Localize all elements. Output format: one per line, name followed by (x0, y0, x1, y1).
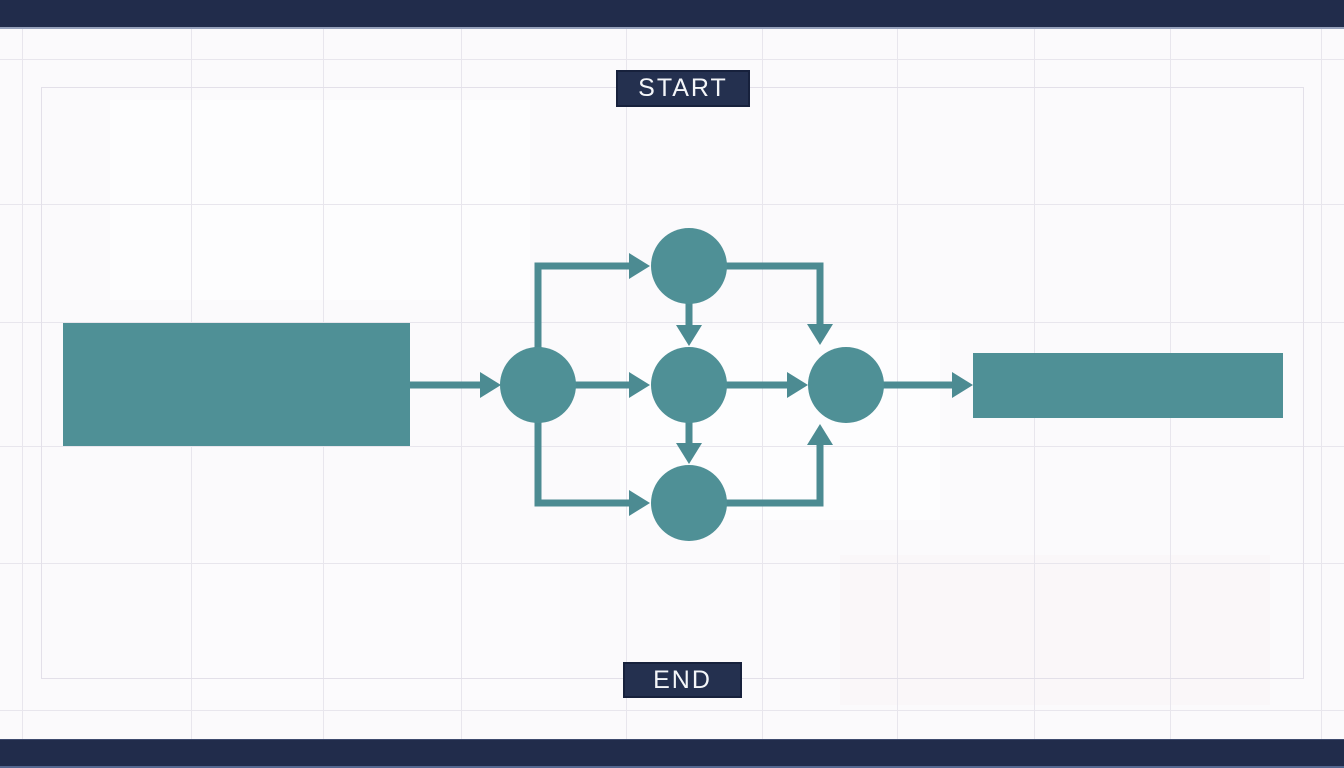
arrowhead-down-icon (807, 324, 833, 345)
arrowhead-right-icon (629, 372, 650, 398)
join-node-circle (808, 347, 884, 423)
background-patch (840, 555, 1270, 705)
right-process-rect (973, 353, 1283, 418)
arrowhead-right-icon (952, 372, 973, 398)
arrowhead-down-icon (676, 443, 702, 464)
arrowhead-up-icon (807, 424, 833, 445)
arrowhead-right-icon (629, 490, 650, 516)
arrowhead-right-icon (629, 253, 650, 279)
top-bar (0, 0, 1344, 29)
start-banner: START (616, 70, 750, 107)
background-patch (180, 560, 560, 700)
split-node-circle (500, 347, 576, 423)
bottom-branch-circle (651, 465, 727, 541)
left-process-rect (63, 323, 410, 446)
top-branch-circle (651, 228, 727, 304)
bottom-bar (0, 739, 1344, 768)
edge-topbranch-join-line (725, 262, 824, 326)
edge-split-topbranch-line (534, 262, 630, 385)
arrowhead-right-icon (480, 372, 501, 398)
background-patch (110, 100, 530, 300)
start-label: START (638, 74, 728, 102)
end-banner: END (623, 662, 742, 698)
arrowhead-down-icon (676, 325, 702, 346)
arrowhead-right-icon (787, 372, 808, 398)
middle-branch-circle (651, 347, 727, 423)
edge-split-bottombranch-line (534, 385, 630, 507)
end-label: END (653, 665, 712, 694)
edge-bottombranch-join-line (725, 443, 824, 507)
